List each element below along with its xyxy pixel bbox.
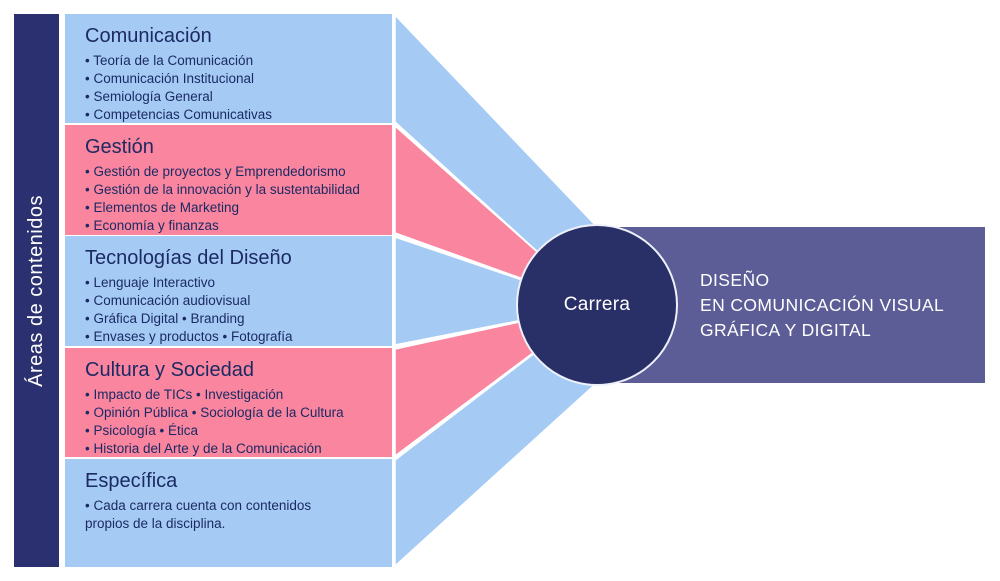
area-box-comunicacion: Comunicación • Teoría de la Comunicación… [65, 14, 392, 123]
carrera-circle: Carrera [516, 224, 678, 386]
area-line: • Comunicación audiovisual [85, 293, 251, 308]
area-title: Cultura y Sociedad [85, 359, 254, 381]
area-line: • Envases y productos • Fotografía [85, 329, 293, 344]
area-lines: • Lenguaje Interactivo • Comunicación aud… [85, 274, 380, 346]
area-line: • Semiología General [85, 89, 213, 104]
area-line: • Impacto de TICs • Investigación [85, 387, 284, 402]
area-line: • Opinión Pública • Sociología de la Cul… [85, 405, 344, 420]
area-title: Gestión [85, 136, 154, 158]
carrera-label: Carrera [563, 294, 631, 315]
degree-line-1: DISEÑO [700, 269, 770, 290]
area-line: • Psicología • Ética [85, 423, 199, 438]
area-lines: • Impacto de TICs • Investigación • Opini… [85, 386, 380, 458]
area-line: • Elementos de Marketing [85, 200, 240, 215]
degree-line-2: EN COMUNICACIÓN VISUAL [700, 294, 945, 315]
area-lines: • Cada carrera cuenta con contenidos prop… [85, 497, 380, 533]
area-line: • Lenguaje Interactivo [85, 275, 216, 290]
area-line: • Teoría de la Comunicación [85, 53, 254, 68]
area-line: • Cada carrera cuenta con contenidos [85, 498, 312, 513]
area-line: propios de la disciplina. [85, 516, 226, 531]
area-lines: • Gestión de proyectos y Emprendedorismo… [85, 163, 380, 235]
area-lines: • Teoría de la Comunicación • Comunicació… [85, 52, 380, 124]
area-title: Comunicación [85, 25, 212, 47]
area-line: • Gestión de la innovación y la sustenta… [85, 182, 360, 197]
area-title: Específica [85, 470, 178, 492]
area-box-tecnologias-del-diseno: Tecnologías del Diseño • Lenguaje Intera… [65, 236, 392, 346]
sidebar-areas-de-contenidos: Áreas de contenidos [14, 14, 59, 567]
degree-line-3: GRÁFICA Y DIGITAL [700, 319, 872, 340]
area-line: • Economía y finanzas [85, 218, 219, 233]
area-line: • Competencias Comunicativas [85, 107, 273, 122]
area-line: • Historia del Arte y de la Comunicación [85, 441, 322, 456]
area-box-especifica: Específica • Cada carrera cuenta con con… [65, 459, 392, 567]
area-line: • Comunicación Institucional [85, 71, 255, 86]
area-box-gestion: Gestión • Gestión de proyectos y Emprend… [65, 125, 392, 235]
area-line: • Gráfica Digital • Branding [85, 311, 245, 326]
area-line: • Gestión de proyectos y Emprendedorismo [85, 164, 346, 179]
area-title: Tecnologías del Diseño [85, 247, 292, 269]
area-box-cultura-y-sociedad: Cultura y Sociedad • Impacto de TICs • I… [65, 348, 392, 457]
